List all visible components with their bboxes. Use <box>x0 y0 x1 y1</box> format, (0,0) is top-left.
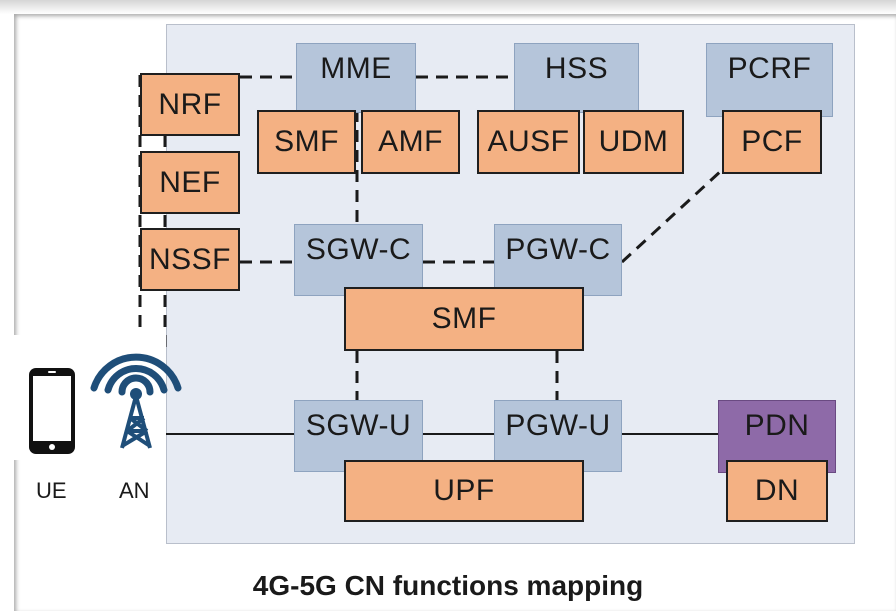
smf-mid-box: SMF <box>344 287 584 351</box>
upf-box: UPF <box>344 460 584 522</box>
ausf-box: AUSF <box>477 110 580 174</box>
nef-box: NEF <box>140 151 240 214</box>
hss-box: HSS <box>514 43 639 113</box>
pcrf-box: PCRF <box>706 43 833 117</box>
pcf-box: PCF <box>722 110 822 174</box>
ue-label: UE <box>36 478 67 503</box>
phone-icon <box>29 368 75 454</box>
nrf-box: NRF <box>140 73 240 136</box>
link-pgwc-pcf <box>620 168 724 264</box>
sgw-c-box: SGW-C <box>294 224 423 296</box>
udm-box: UDM <box>583 110 684 174</box>
pgw-c-box: PGW-C <box>494 224 622 296</box>
smf-top-box: SMF <box>257 110 356 174</box>
amf-box: AMF <box>361 110 460 174</box>
mme-box: MME <box>296 43 416 113</box>
an-label: AN <box>119 478 150 503</box>
dn-box: DN <box>726 460 828 522</box>
nssf-box: NSSF <box>140 228 240 291</box>
figure-caption: 4G-5G CN functions mapping <box>252 570 644 601</box>
antenna-icon <box>90 353 182 449</box>
